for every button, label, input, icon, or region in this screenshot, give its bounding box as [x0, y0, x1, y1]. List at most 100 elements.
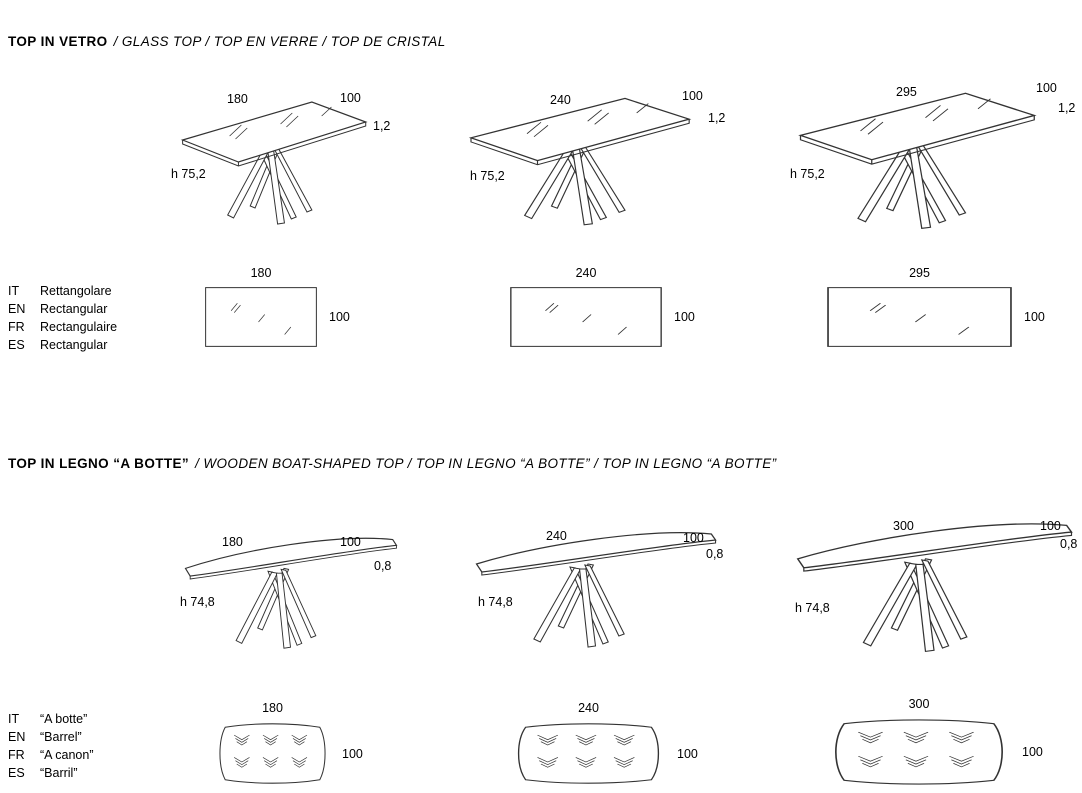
height-label: h 75,2 [171, 167, 206, 181]
rect-top-drawing [205, 287, 317, 347]
barrel-top-drawing [517, 723, 660, 784]
barrel-top-view-300: 300 100 [828, 698, 1043, 786]
language-row: IT Rettangolare [8, 282, 117, 300]
rect-top-drawing [510, 287, 662, 347]
width-label: 100 [329, 309, 350, 324]
glass-table-figure-295: 295 100 1,2 h 75,2 [778, 80, 1078, 235]
height-label: h 74,8 [795, 601, 830, 615]
table-legs [857, 140, 967, 229]
table-top [796, 523, 1073, 572]
shape-term: Rectangular [40, 302, 108, 316]
barrel-top-view-180: 180 100 [215, 702, 363, 785]
glass-table-drawing [180, 101, 368, 225]
section-title-wood-bold: TOP IN LEGNO “A BOTTE” [8, 456, 190, 471]
thickness-label: 0,8 [1060, 537, 1078, 551]
length-label: 180 [250, 266, 272, 280]
wood-table-figure-240: 240 100 0,8 h 74,8 [468, 522, 723, 652]
glass-table-figure-240: 240 100 1,2 h 75,2 [450, 86, 730, 231]
shape-term: “Barrel” [40, 730, 82, 744]
language-row: ES Rectangular [8, 336, 117, 354]
barrel-top-drawing [219, 723, 326, 784]
wood-table-figure-180: 180 100 0,8 h 74,8 [178, 528, 403, 653]
width-label: 100 [340, 91, 361, 105]
shape-term: “A botte” [40, 712, 88, 726]
length-label: 240 [546, 529, 567, 543]
wood-table-figure-300: 300 100 0,8 h 74,8 [788, 512, 1080, 657]
width-label: 100 [1024, 309, 1045, 324]
wood-grain-marks [858, 731, 974, 768]
shape-term: Rectangular [40, 338, 108, 352]
barrel-top-drawing [835, 719, 1003, 785]
section-title-glass-bold: TOP IN VETRO [8, 34, 108, 49]
language-code: IT [8, 284, 20, 298]
height-label: h 74,8 [180, 595, 215, 609]
language-row: EN Rectangular [8, 300, 117, 318]
table-top [798, 92, 1037, 165]
length-label: 240 [578, 701, 599, 715]
shape-term: Rectangulaire [40, 320, 118, 334]
section-title-glass: TOP IN VETRO / GLASS TOP / TOP EN VERRE /… [8, 34, 446, 49]
shape-term: “A canon” [40, 748, 94, 762]
section-title-wood: TOP IN LEGNO “A BOTTE” / WOODEN BOAT-SHAP… [8, 456, 777, 471]
table-legs [533, 563, 625, 648]
thickness-label: 1,2 [373, 119, 391, 133]
width-label: 100 [1040, 519, 1061, 533]
length-label: 240 [575, 266, 597, 280]
language-row: FR “A canon” [8, 746, 94, 764]
glass-table-figure-180: 180 100 1,2 h 75,2 [165, 90, 400, 230]
width-label: 100 [342, 746, 363, 761]
language-row: ES “Barril” [8, 764, 94, 782]
barrel-top-view-240: 240 100 [512, 702, 698, 785]
glass-table-drawing [468, 97, 692, 226]
wood-table-drawing [475, 532, 717, 648]
table-legs [235, 567, 317, 649]
shape-language-list-glass: IT Rettangolare EN Rectangular FR Rectan… [8, 282, 117, 354]
length-label: 300 [908, 697, 930, 711]
length-label: 180 [262, 701, 283, 715]
wood-table-drawing [796, 523, 1073, 653]
glass-table-drawing [798, 92, 1037, 229]
section-title-wood-rest: / WOODEN BOAT-SHAPED TOP / TOP IN LEGNO … [195, 456, 777, 471]
table-top [184, 537, 398, 580]
shape-term: Rettangolare [40, 284, 112, 298]
language-code: ES [8, 338, 25, 352]
language-code: FR [8, 748, 25, 762]
language-row: EN “Barrel” [8, 728, 94, 746]
language-code: IT [8, 712, 20, 726]
width-label: 100 [683, 531, 704, 545]
language-code: FR [8, 320, 25, 334]
length-label: 295 [896, 85, 917, 99]
thickness-label: 0,8 [374, 559, 392, 573]
wood-grain-marks [537, 734, 635, 768]
glass-reflection-marks [230, 303, 292, 335]
language-row: FR Rectangulaire [8, 318, 117, 336]
width-label: 100 [674, 309, 695, 324]
language-code: EN [8, 302, 26, 316]
wood-grain-marks [234, 734, 308, 768]
language-code: EN [8, 730, 26, 744]
wood-table-drawing [184, 537, 398, 649]
glass-reflection-marks [545, 303, 627, 335]
rect-top-drawing [827, 287, 1012, 347]
shape-language-list-wood: IT “A botte” EN “Barrel” FR “A canon” ES… [8, 710, 94, 782]
table-top [180, 101, 368, 167]
height-label: h 74,8 [478, 595, 513, 609]
width-label: 100 [682, 89, 703, 103]
section-title-glass-rest: / GLASS TOP / TOP EN VERRE / TOP DE CRIS… [113, 34, 446, 49]
table-top [475, 532, 717, 576]
width-label: 100 [677, 746, 698, 761]
thickness-label: 0,8 [706, 547, 724, 561]
width-label: 100 [1036, 81, 1057, 95]
thickness-label: 1,2 [1058, 101, 1076, 115]
table-legs [862, 558, 968, 653]
length-label: 300 [893, 519, 914, 533]
rect-top-view-240: 240 100 [510, 267, 695, 347]
shape-term: “Barril” [40, 766, 78, 780]
length-label: 180 [222, 535, 243, 549]
width-label: 100 [1022, 744, 1043, 759]
length-label: 295 [909, 266, 930, 280]
length-label: 240 [550, 93, 571, 107]
language-row: IT “A botte” [8, 710, 94, 728]
height-label: h 75,2 [470, 169, 505, 183]
